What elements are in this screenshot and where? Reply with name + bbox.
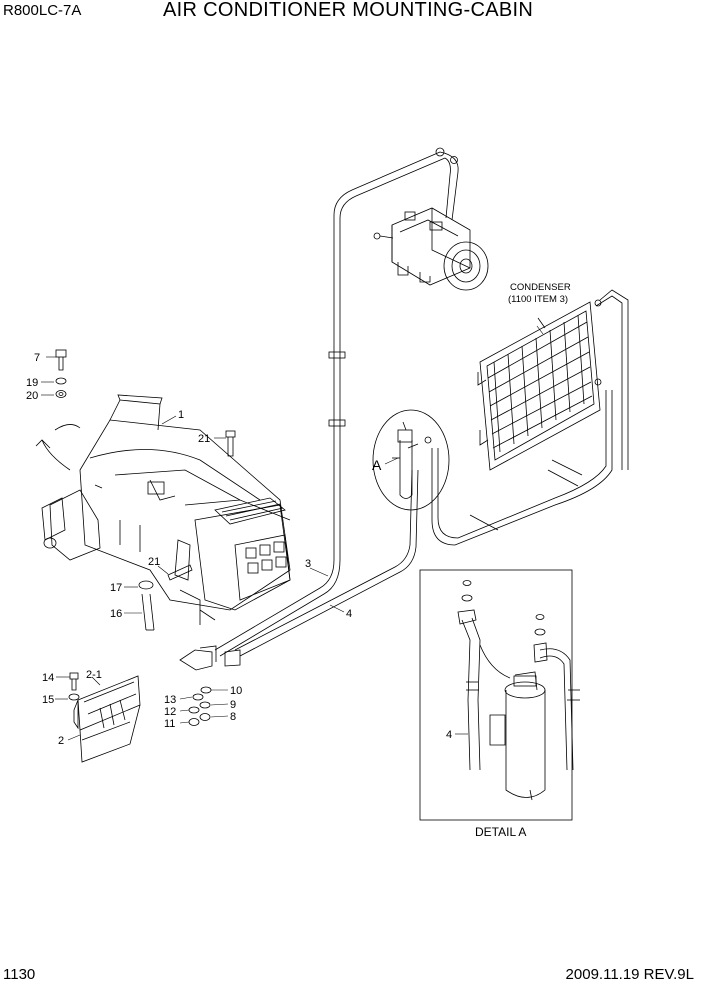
hardware xyxy=(55,349,241,726)
page-number: 1130 xyxy=(3,966,36,983)
detail-a-caption: DETAIL A xyxy=(475,825,526,839)
condenser-label-line1: CONDENSER xyxy=(510,282,571,293)
label-15: 15 xyxy=(42,694,54,706)
condenser-label-line2: (1100 ITEM 3) xyxy=(508,294,568,305)
leader-lines xyxy=(41,325,544,741)
label-14: 14 xyxy=(42,672,54,684)
detail-a-panel xyxy=(419,569,580,821)
condenser xyxy=(477,301,601,471)
model-code: R800LC-7A xyxy=(3,2,82,19)
label-10: 10 xyxy=(230,685,242,697)
label-21-top: 21 xyxy=(198,433,210,445)
revision-date: 2009.11.19 REV.9L xyxy=(565,966,694,983)
label-12: 12 xyxy=(164,706,176,718)
label-3: 3 xyxy=(305,558,311,570)
label-17: 17 xyxy=(110,582,122,594)
label-21-lower: 21 xyxy=(148,556,160,568)
label-16: 16 xyxy=(110,608,122,620)
label-4: 4 xyxy=(346,608,352,620)
controller xyxy=(73,675,141,763)
refrigerant-hoses xyxy=(214,147,629,657)
label-1: 1 xyxy=(178,409,184,421)
label-11: 11 xyxy=(164,718,175,730)
label-7: 7 xyxy=(34,352,40,364)
page-title: AIR CONDITIONER MOUNTING-CABIN xyxy=(163,0,534,21)
label-20: 20 xyxy=(26,390,38,402)
hvac-unit xyxy=(35,394,291,625)
label-4-detail: 4 xyxy=(446,729,452,741)
receiver-drier xyxy=(372,409,450,511)
label-19: 19 xyxy=(26,377,38,389)
detail-marker-a: A xyxy=(372,457,382,473)
label-2-1: 2-1 xyxy=(86,669,102,681)
label-13: 13 xyxy=(164,694,176,706)
compressor xyxy=(373,207,489,291)
label-9: 9 xyxy=(230,699,236,711)
label-2: 2 xyxy=(58,735,64,747)
label-8: 8 xyxy=(230,711,236,723)
